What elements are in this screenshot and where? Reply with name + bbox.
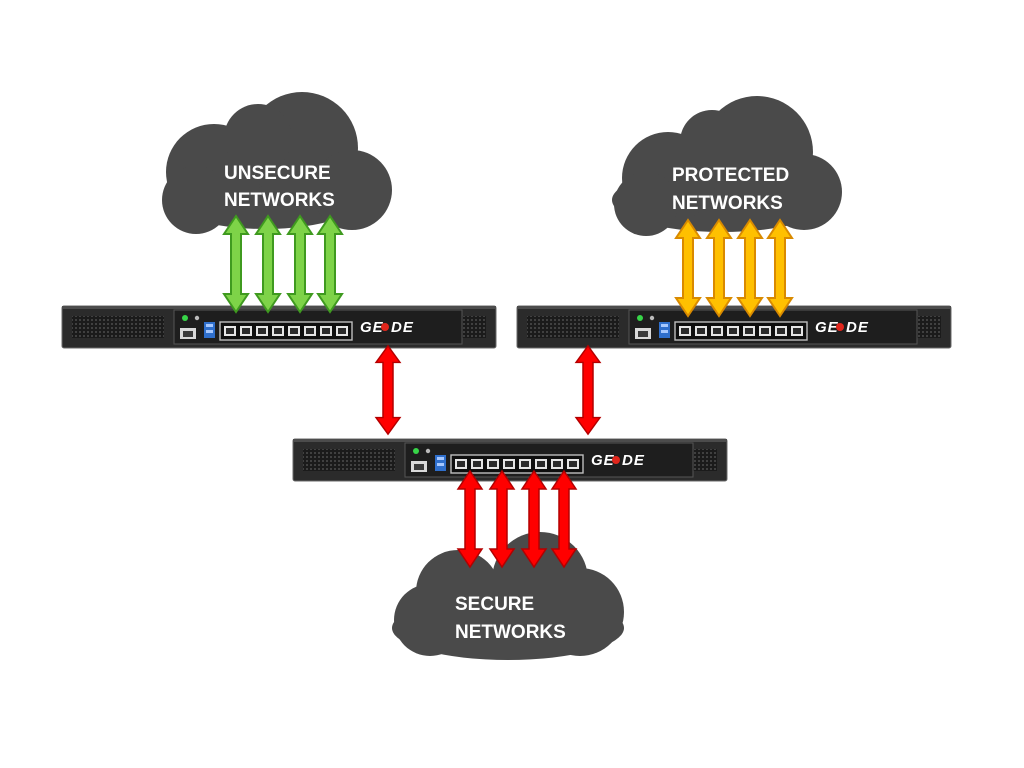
secure-networks-cloud: SECURE NETWORKS <box>392 532 624 660</box>
bidirectional-arrow-icon <box>457 470 483 568</box>
interlink-arrows <box>375 345 601 435</box>
appliance-left: GE DE <box>61 305 497 349</box>
bidirectional-arrow-icon <box>767 219 793 317</box>
bidirectional-arrow-icon <box>575 345 601 435</box>
bidirectional-arrow-icon <box>223 215 249 313</box>
bidirectional-arrow-icon <box>287 215 313 313</box>
appliance-brand-suffix: DE <box>846 319 869 336</box>
bidirectional-arrow-icon <box>255 215 281 313</box>
protected-networks-label-line2: NETWORKS <box>672 193 783 214</box>
secure-networks-label-line1: SECURE <box>455 594 534 615</box>
unsecure-arrows <box>223 215 343 313</box>
network-appliance-icon <box>292 438 728 482</box>
protected-networks-cloud: PROTECTED NETWORKS <box>612 96 842 236</box>
appliance-right: GE DE <box>516 305 952 349</box>
appliance-brand-prefix: GE <box>591 452 615 469</box>
secure-networks-label-line2: NETWORKS <box>455 622 566 643</box>
appliance-brand-suffix: DE <box>391 319 414 336</box>
bidirectional-arrow-icon <box>675 219 701 317</box>
cloud-icon <box>162 92 392 234</box>
bidirectional-arrow-icon <box>551 470 577 568</box>
appliance-center: GE DE <box>292 438 728 482</box>
cloud-icon <box>612 96 842 236</box>
appliance-brand-suffix: DE <box>622 452 645 469</box>
bidirectional-arrow-icon <box>737 219 763 317</box>
unsecure-networks-label-line2: NETWORKS <box>224 190 335 211</box>
brand-logo-dot <box>836 323 844 331</box>
appliance-brand-prefix: GE <box>815 319 839 336</box>
protected-arrows <box>675 219 793 317</box>
brand-logo-dot <box>381 323 389 331</box>
bidirectional-arrow-icon <box>317 215 343 313</box>
brand-logo-dot <box>612 456 620 464</box>
appliance-brand-prefix: GE <box>360 319 384 336</box>
network-appliance-icon <box>61 305 497 349</box>
unsecure-networks-cloud: UNSECURE NETWORKS <box>162 92 392 234</box>
bidirectional-arrow-icon <box>521 470 547 568</box>
cloud-icon <box>392 532 624 660</box>
bidirectional-arrow-icon <box>489 470 515 568</box>
bidirectional-arrow-icon <box>375 345 401 435</box>
network-appliance-icon <box>516 305 952 349</box>
bidirectional-arrow-icon <box>706 219 732 317</box>
protected-networks-label-line1: PROTECTED <box>672 165 789 186</box>
unsecure-networks-label-line1: UNSECURE <box>224 163 331 184</box>
